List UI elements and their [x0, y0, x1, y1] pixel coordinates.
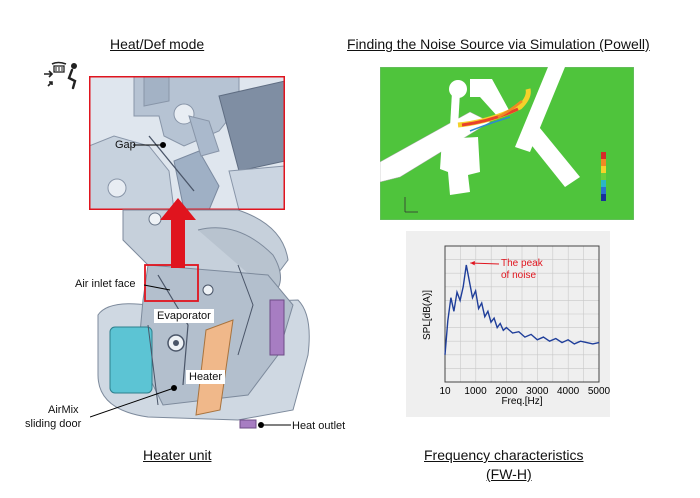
peak-annotation-line1: The peak	[501, 258, 544, 269]
heat-outlet-leader	[258, 422, 291, 428]
gap-zoom-inset	[89, 76, 285, 210]
chart-x-ticks: 10 1000 2000 3000 4000 5000	[439, 386, 610, 397]
simulation-title: Finding the Noise Source via Simulation …	[347, 36, 650, 52]
frequency-subtitle: (FW-H)	[486, 466, 532, 482]
heater-unit-title: Heater unit	[143, 447, 212, 463]
chart-x-label: Freq.[Hz]	[501, 396, 542, 407]
peak-annotation-arrowhead	[470, 261, 475, 266]
air-inlet-label: Air inlet face	[75, 278, 136, 290]
x-tick-label: 1000	[464, 386, 487, 397]
frequency-chart: 10 1000 2000 3000 4000 5000 The peak of noise…	[422, 245, 610, 407]
cfd-simulation-image	[380, 67, 634, 220]
peak-annotation-arrow	[470, 262, 500, 265]
chart-grid	[445, 246, 599, 382]
chart-series-line	[444, 264, 600, 355]
chart-plot-frame	[444, 245, 600, 383]
airmix-leader	[90, 385, 177, 418]
x-tick-label: 3000	[526, 386, 549, 397]
frequency-title: Frequency characteristics	[424, 447, 584, 463]
x-tick-label: 2000	[495, 386, 518, 397]
heat-outlet-label: Heat outlet	[292, 420, 346, 432]
frequency-chart-panel	[406, 231, 610, 417]
gap-leader-line	[133, 144, 163, 146]
peak-annotation-line2: of noise	[501, 270, 536, 281]
airmix-label-line1: AirMix	[48, 404, 79, 416]
heater-label: Heater	[186, 370, 226, 384]
air-inlet-leader	[144, 284, 171, 291]
heat-def-mode-icon	[44, 61, 77, 90]
chart-y-label: SPL[dB(A)]	[422, 290, 433, 340]
x-tick-label: 4000	[557, 386, 580, 397]
x-tick-label: 10	[439, 386, 451, 397]
evaporator-label: Evaporator	[154, 309, 214, 323]
zoom-arrow	[160, 198, 196, 268]
x-tick-label: 5000	[588, 386, 610, 397]
heater-unit-drawing	[97, 209, 310, 429]
airmix-label-line2: sliding door	[25, 418, 82, 430]
heat-def-mode-title: Heat/Def mode	[110, 36, 205, 52]
gap-label: Gap	[115, 139, 136, 151]
